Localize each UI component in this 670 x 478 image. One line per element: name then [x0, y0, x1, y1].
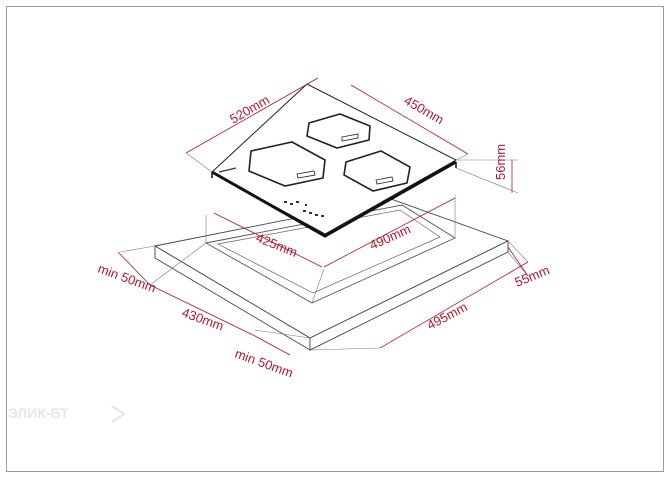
dimension-lines	[117, 77, 529, 356]
watermark-logo: ЭЛИК-БТ	[8, 405, 126, 423]
cooking-zone-rear	[306, 113, 371, 149]
extension-lines	[119, 77, 529, 351]
cooking-zone-large	[248, 141, 326, 187]
touch-control-panel	[284, 201, 324, 217]
hob	[211, 83, 458, 238]
label-hob-height: 56mm	[493, 144, 508, 180]
cooking-zone-right	[343, 150, 411, 192]
watermark-text: ЭЛИК-БТ	[8, 405, 69, 421]
brand-mark-icon	[218, 167, 237, 173]
